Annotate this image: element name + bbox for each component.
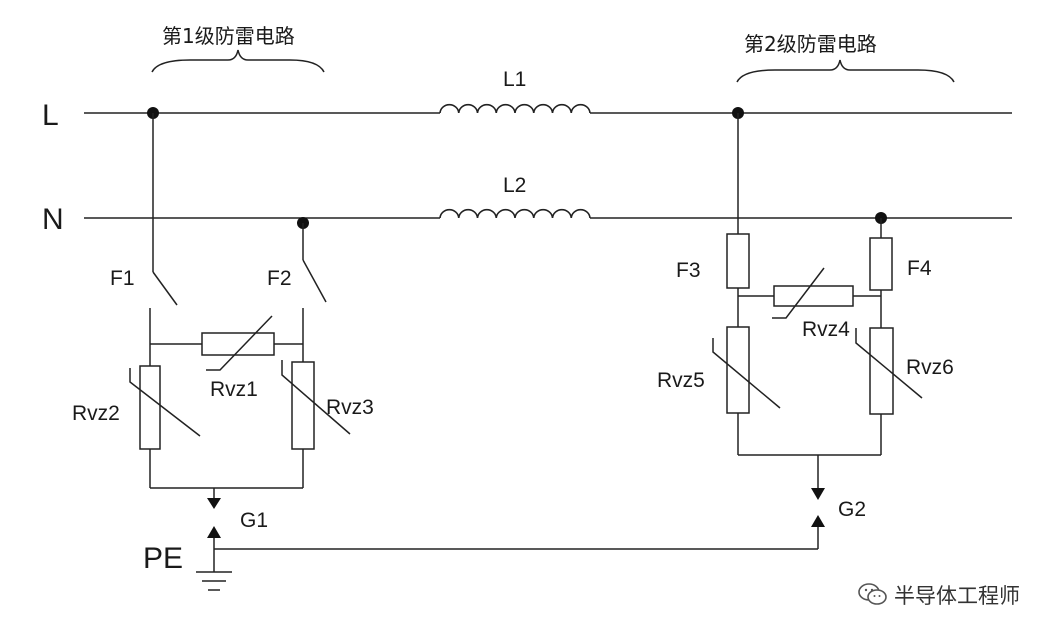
- stage2-brace: [736, 59, 955, 83]
- f3-fuse: [726, 233, 750, 289]
- rvz3-varistor: [291, 361, 315, 450]
- rvz5-label: Rvz5: [657, 369, 705, 392]
- f1-label: F1: [110, 267, 135, 290]
- rvz4-varistor-slash: [772, 267, 825, 319]
- f4-fuse: [869, 237, 893, 291]
- stage2-label: 第2级防雷电路: [744, 32, 877, 56]
- f1-switch-blade: [152, 271, 178, 306]
- rvz6-varistor-slash: [855, 328, 923, 399]
- rvz1-label: Rvz1: [210, 378, 258, 401]
- watermark: 半导体工程师: [858, 580, 1020, 610]
- pe-label: PE: [143, 542, 183, 575]
- rvz2-label: Rvz2: [72, 402, 120, 425]
- watermark-text: 半导体工程师: [894, 584, 1020, 608]
- line-l-label: L: [42, 99, 59, 132]
- inductor-l2: [439, 208, 591, 219]
- g1-arrow-down-icon: [207, 498, 221, 509]
- rvz2-varistor: [139, 365, 161, 450]
- g1-arrow-up-icon: [207, 526, 221, 538]
- rvz1-varistor: [201, 332, 275, 356]
- wechat-icon: [858, 583, 887, 605]
- g2-arrow-up-icon: [811, 515, 825, 527]
- rvz2-varistor-slash: [129, 368, 201, 437]
- g1-label: G1: [240, 509, 268, 532]
- f3-label: F3: [676, 259, 701, 282]
- line-n-label: N: [42, 203, 64, 236]
- rvz3-label: Rvz3: [326, 396, 374, 419]
- stage1-brace: [151, 49, 325, 73]
- f2-switch-blade: [302, 259, 327, 303]
- rvz4-varistor: [773, 285, 854, 307]
- stage1-label: 第1级防雷电路: [162, 24, 295, 48]
- g2-label: G2: [838, 498, 866, 521]
- rvz6-label: Rvz6: [906, 356, 954, 379]
- rvz1-varistor-slash: [206, 315, 273, 371]
- g2-arrow-down-icon: [811, 488, 825, 500]
- rvz5-varistor-slash: [712, 338, 781, 409]
- rvz4-label: Rvz4: [802, 318, 850, 341]
- f2-label: F2: [267, 267, 292, 290]
- f4-label: F4: [907, 257, 932, 280]
- rvz3-varistor-slash: [281, 360, 351, 435]
- inductor-l1-label: L1: [503, 68, 526, 91]
- inductor-l1: [439, 103, 591, 114]
- rvz5-varistor: [726, 326, 750, 414]
- inductor-l2-label: L2: [503, 174, 526, 197]
